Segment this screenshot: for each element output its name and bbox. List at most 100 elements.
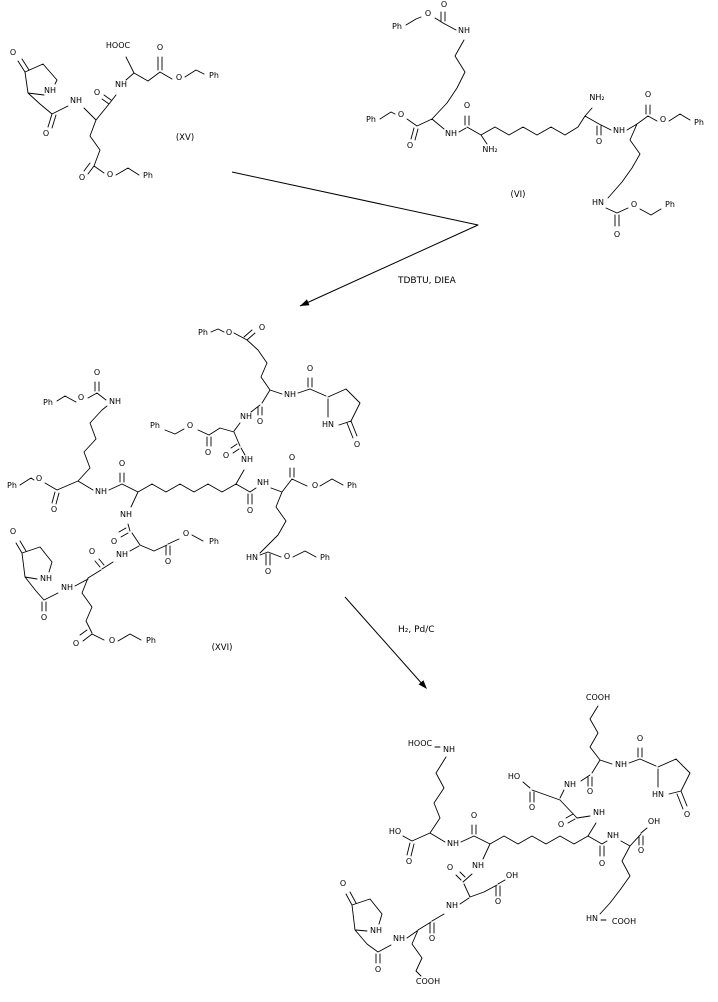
xv-amide2-o-label: O — [94, 88, 100, 97]
product-amide4-nh-label: NH — [607, 831, 619, 840]
xvi-asp2-o-label: O — [183, 529, 189, 538]
xvi-pyr1-hn-label: HN — [322, 420, 334, 429]
xv-bonds — [17, 56, 205, 176]
product-glu1-amide-o-label: O — [587, 787, 593, 796]
product-amide3-nh-label: NH — [593, 808, 605, 817]
xvi-pyr2-o-label: O — [10, 527, 16, 536]
vi-cbz1-ph-label: Ph — [392, 22, 402, 31]
vi-cbz1-co-label: O — [441, 0, 447, 9]
xv-ester1-o-label: O — [107, 170, 113, 179]
xvi-ester-l-o-label: O — [36, 474, 42, 483]
xvi-asp2-nh-label: NH — [116, 550, 128, 559]
vi-amine1-label: NH₂ — [482, 145, 497, 154]
xvi-pyr1-o-label: O — [354, 440, 360, 449]
xv-hooc-label: HOOC — [106, 41, 131, 50]
xvi-cbz1-ph-label: Ph — [43, 398, 53, 407]
product-glu2-co-label: O — [429, 934, 435, 943]
step2-reagents-label: H₂, Pd/C — [398, 625, 435, 635]
xvi-ester-l-ph-label: Ph — [7, 481, 17, 490]
product-core-bonds — [402, 746, 648, 921]
xv-ring-o-label: O — [10, 48, 16, 57]
product-asp2-oh-label: OH — [506, 871, 518, 880]
product-top-right-bonds — [522, 705, 691, 824]
xvi-compound-label: (XVI) — [212, 643, 233, 653]
product-acid-r-o-label: O — [638, 846, 644, 855]
vi-ester-l-o-label: O — [398, 110, 404, 119]
xvi-cbz2-co-label: O — [265, 567, 271, 576]
product-lys2-hn-label: HN — [586, 914, 598, 923]
xvi-ester-r-co-label: O — [289, 453, 295, 462]
xvi-pyr2-amide-o-label: O — [41, 613, 47, 622]
xv-ester1-ph-label: Ph — [143, 171, 153, 180]
product-asp2-nh-label: NH — [446, 901, 458, 910]
reaction-step-1: TDBTU, DIEA — [231, 171, 479, 307]
xvi-asp1-ph-label: Ph — [150, 421, 160, 430]
product-asp1-nh-label: NH — [564, 780, 576, 789]
product-amide4-o-label: O — [599, 859, 605, 868]
product-acid-l-o-label: O — [406, 857, 412, 866]
xvi-cbz1-co-label: O — [94, 368, 100, 377]
product-glu2-cooh-label: COOH — [416, 977, 440, 986]
product-acid-r-oh-label: OH — [648, 817, 660, 826]
product-asp2-co-label: O — [495, 897, 501, 906]
product-bottom-left-bonds — [345, 871, 506, 977]
xvi-asp1-co-label: O — [205, 448, 211, 457]
compound-product: HO O HOOC NH NH O NH NH O NH O OH HN COO… — [340, 693, 691, 986]
product-pyr2-nh-label: NH — [370, 926, 382, 935]
xvi-amide4-nh-label: NH — [257, 478, 269, 487]
xvi-amide3-nh-label: NH — [241, 455, 253, 464]
xv-ester2-ph-label: Ph — [209, 71, 219, 80]
product-lys1-hooc-label: HOOC — [408, 739, 433, 748]
reaction-arrow-2-head — [418, 680, 427, 689]
xvi-ester-l-co-label: O — [51, 505, 57, 514]
vi-ester-r-o-label: O — [660, 115, 666, 124]
reaction-step-2: H₂, Pd/C — [344, 596, 435, 689]
xvi-amide1-nh-label: NH — [95, 487, 107, 496]
product-glu1-nh-label: NH — [615, 760, 627, 769]
compound-xv: O NH O NH O O Ph O NH HOOC O O Ph (XV) — [10, 41, 219, 182]
xv-amide1-nh-label: NH — [70, 96, 82, 105]
xv-ester2-co-label: O — [157, 43, 163, 52]
xvi-pyr1-amide-o-label: O — [307, 364, 313, 373]
product-pyr2-o-label: O — [340, 879, 346, 888]
product-asp1-ho-label: HO — [508, 772, 520, 781]
product-asp1-amide-o-label: O — [558, 820, 564, 829]
xvi-asp2-co-label: O — [165, 557, 171, 566]
vi-cbz2-ph-label: Ph — [665, 200, 675, 209]
xvi-glu1-o-label: O — [226, 328, 232, 337]
product-pyr1-amide-o-label: O — [637, 734, 643, 743]
xvi-ester-r-o-label: O — [312, 481, 318, 490]
xvi-bottom-left-bonds — [15, 523, 204, 642]
vi-amide-l-nh-label: NH — [445, 129, 457, 138]
product-pyr1-o-label: O — [684, 810, 690, 819]
xvi-glu1-nh-label: NH — [284, 390, 296, 399]
reaction-arrow-1-head — [300, 299, 310, 306]
vi-amide-r-nh-label: NH — [613, 126, 625, 135]
xvi-asp2-amide-o-label: O — [111, 537, 117, 546]
product-asp1-o-label: O — [529, 803, 535, 812]
step1-reagents-label: TDBTU, DIEA — [397, 276, 457, 286]
xvi-cbz2-ph-label: Ph — [320, 553, 330, 562]
xvi-glu2-amide-o-label: O — [89, 547, 95, 556]
product-acid-l-ho-label: HO — [389, 827, 401, 836]
xvi-glu2-co-label: O — [73, 639, 79, 648]
product-pyr2-amide-o-label: O — [375, 965, 381, 974]
xvi-glu1-amide-o-label: O — [257, 417, 263, 426]
vi-cbz2-co-label: O — [614, 230, 620, 239]
xvi-asp2-ph-label: Ph — [209, 537, 219, 546]
xvi-amide1-o-label: O — [119, 459, 125, 468]
vi-cbz1-nh-label: NH — [458, 26, 470, 35]
vi-ester-r-co-label: O — [645, 90, 651, 99]
product-asp2-amide-o-label: O — [447, 863, 453, 872]
product-glu2-nh-label: NH — [393, 934, 405, 943]
vi-ester-r-ph-label: Ph — [694, 118, 704, 127]
xvi-glu2-ph-label: Ph — [146, 636, 156, 645]
xvi-cbz2-o-label: O — [284, 552, 290, 561]
xvi-glu1-co-label: O — [259, 323, 265, 332]
xvi-amide2-nh-label: NH — [120, 510, 132, 519]
xv-amide1-o-label: O — [43, 129, 49, 138]
vi-amide-l-o-label: O — [464, 101, 470, 110]
xvi-top-right-bonds — [164, 328, 361, 456]
